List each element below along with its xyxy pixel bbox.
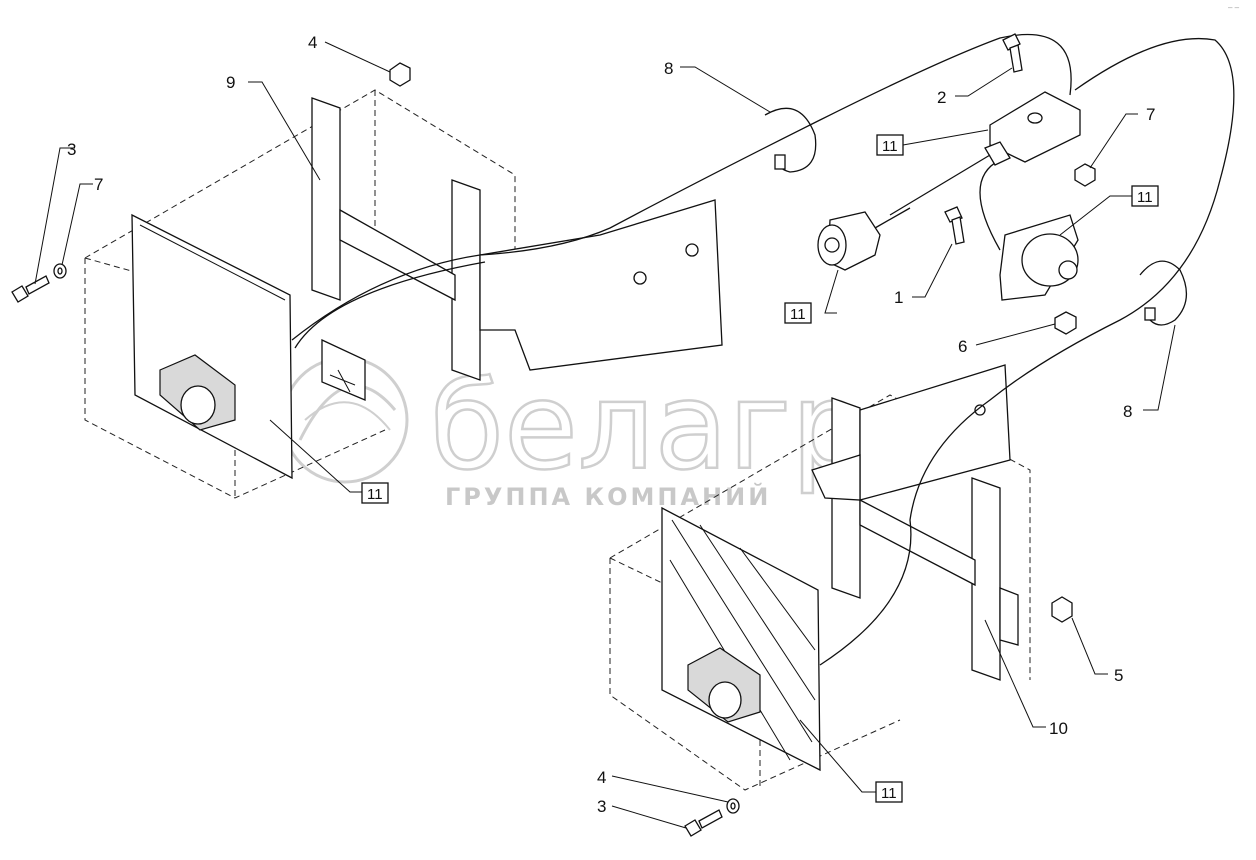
right-reflector-plate: [661, 506, 821, 772]
callout-4-top: 4: [308, 33, 317, 52]
cable-clamp-left: [764, 107, 817, 173]
svg-text:11: 11: [882, 138, 898, 155]
svg-text:– –: – –: [1228, 3, 1240, 12]
cable-clamp-right: [1139, 260, 1187, 326]
svg-text:11: 11: [790, 306, 806, 323]
callout-10: 10: [1049, 719, 1068, 738]
callout-8-top: 8: [664, 59, 673, 78]
callout-2: 2: [937, 88, 946, 107]
callout-4-bottom: 5: [1114, 666, 1123, 685]
callout-1: 1: [894, 288, 903, 307]
washer-item-7-top: [53, 263, 67, 279]
nut-item-6: [1074, 163, 1096, 187]
boxed-callout-11-left-lamp: 11: [361, 482, 389, 504]
watermark-subtitle: ГРУППА КОМПАНИЙ: [445, 482, 771, 511]
callout-6: 7: [1146, 105, 1155, 124]
bolt-item-3-top: [11, 275, 50, 303]
svg-text:11: 11: [367, 486, 383, 503]
left-reflector-plate: [131, 213, 293, 480]
callout-9: 9: [226, 73, 235, 92]
callout-7-top: 7: [94, 175, 103, 194]
nut-item-4-top: [389, 62, 411, 87]
callout-labels: 4 9 8 2 7 3 7 1 6 8 5 10 4 3: [67, 33, 1155, 816]
left-lamp-assembly: [84, 89, 723, 499]
cable: [291, 33, 1235, 666]
right-bracket-post-2: [971, 477, 1001, 681]
socket: [999, 214, 1079, 301]
bolt-item-1: [944, 206, 965, 245]
nut-item-5: [1054, 311, 1077, 335]
right-lamp-lens: [708, 681, 742, 719]
boxed-callout-11-socket: 11: [1131, 185, 1159, 207]
junction-box: [889, 91, 1081, 216]
callout-7-bottom: 4: [597, 768, 606, 787]
cable-right: [819, 37, 1235, 666]
callout-3-top: 3: [67, 140, 76, 159]
boxed-callout-11-plug: 11: [784, 302, 812, 324]
left-lamp-lens: [180, 385, 216, 425]
cable-main: [291, 33, 1072, 341]
bolt-item-2: [1002, 33, 1023, 73]
svg-text:11: 11: [881, 785, 897, 802]
nut-item-4-bottom: [1051, 596, 1073, 623]
bolt-item-3-bottom: [684, 809, 723, 837]
boxed-callouts: 11 11 11 11 11: [361, 134, 1159, 803]
plug-connector: [817, 207, 911, 271]
boxed-callout-11-right-lamp: 11: [875, 781, 903, 803]
leader-lines: [34, 41, 1176, 829]
right-lamp-assembly: [609, 364, 1031, 791]
washer-item-7-bottom: [726, 798, 740, 814]
svg-text:11: 11: [1137, 189, 1153, 206]
callout-5: 6: [958, 337, 967, 356]
left-mounting-arm: [479, 199, 723, 371]
callout-3-bottom: 3: [597, 797, 606, 816]
callout-8-bottom: 8: [1123, 402, 1132, 421]
boxed-callout-11-junction: 11: [876, 134, 904, 156]
left-bracket-post-2: [451, 179, 481, 381]
left-bracket-post-1: [311, 97, 341, 301]
